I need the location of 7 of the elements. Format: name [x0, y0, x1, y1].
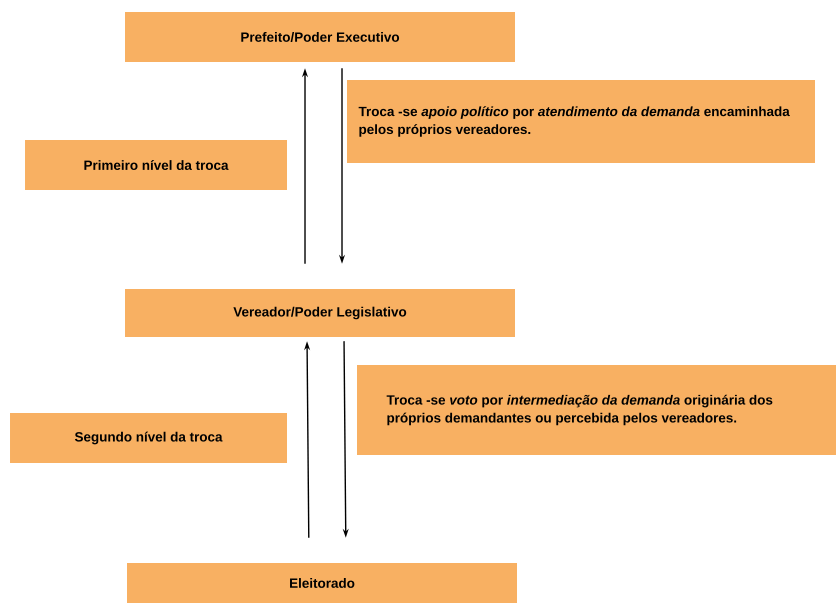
- level-box: Segundo nível da troca: [10, 413, 287, 463]
- description-box: Troca -se voto por intermediação da demanda originária dos próprios demandantes ou percebida pelos vereadores.: [357, 365, 836, 455]
- title-box: Eleitorado: [127, 563, 517, 603]
- title-box: Prefeito/Poder Executivo: [125, 12, 515, 62]
- title-box: Vereador/Poder Legislativo: [125, 289, 515, 337]
- level-box: Primeiro nível da troca: [25, 140, 287, 190]
- description-box: Troca -se apoio político por atendimento da demanda encaminhada pelos próprios vereadores.: [347, 80, 815, 163]
